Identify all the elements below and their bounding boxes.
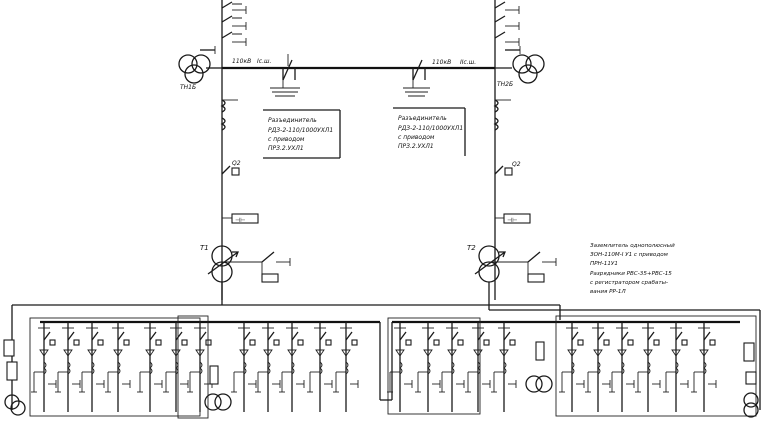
- svg-text:Заземлитель однополюсный: Заземлитель однополюсный: [590, 243, 675, 249]
- svg-text:Разрядники РВС-35+РВС-15: Разрядники РВС-35+РВС-15: [590, 271, 672, 277]
- aux-transformer-left: [3, 339, 26, 416]
- feeder-cells: [29, 315, 757, 419]
- note-box-left: Разъединитель РДЗ-2-110/1000УХЛ1 с приво…: [263, 109, 341, 159]
- svg-text:ПРЗ.2.УХЛ1: ПРЗ.2.УХЛ1: [398, 143, 434, 150]
- svg-text:ПРН-11У1: ПРН-11У1: [590, 261, 618, 267]
- q-left-label: Q2: [232, 160, 241, 167]
- tn-right-label: ТН2Б: [497, 81, 513, 88]
- tn-left-label: ТН1Б: [180, 84, 196, 91]
- aux-transformer-mid-right: [525, 341, 553, 393]
- aux-transformer-mid-left: [204, 365, 232, 411]
- svg-text:РДЗ-2-110/1000УХЛ1: РДЗ-2-110/1000УХЛ1: [398, 125, 463, 132]
- q-right-label: Q2: [512, 161, 521, 168]
- bus-right-section: IIс.ш.: [460, 59, 476, 66]
- t2-label: T2: [467, 244, 476, 252]
- voltage-transformer-right: ТН2Б: [495, 46, 545, 88]
- note-box-right: Разъединитель РДЗ-2-110/1000УХЛ1 с приво…: [393, 107, 466, 156]
- right-feeder-equipment: Q2 ⊣⊢: [493, 99, 531, 224]
- svg-text:⊣⊢: ⊣⊢: [235, 217, 245, 224]
- svg-text:с приводом: с приводом: [398, 134, 435, 141]
- svg-text:РДЗ-2-110/1000УХЛ1: РДЗ-2-110/1000УХЛ1: [268, 127, 333, 134]
- voltage-transformer-left: ТН1Б: [178, 46, 222, 91]
- left-feeder-equipment: Q2 ⊣⊢: [220, 99, 259, 224]
- svg-text:ПРЗ.2.УХЛ1: ПРЗ.2.УХЛ1: [268, 145, 304, 152]
- bus-disconnector-right: [403, 59, 430, 97]
- bus-right-voltage: 110кВ: [432, 59, 451, 66]
- t1-label: T1: [200, 244, 209, 252]
- power-transformer-t1: T1: [200, 244, 291, 283]
- svg-text:вания РР-1Л: вания РР-1Л: [590, 289, 626, 295]
- note-grounding: Заземлитель однополюсный ЗОН-110М-I У1 с…: [590, 243, 675, 295]
- svg-text:ЗОН-110М-I У1 с приводом: ЗОН-110М-I У1 с приводом: [590, 252, 669, 258]
- bus-disconnector-left: [270, 54, 300, 97]
- svg-text:с приводом: с приводом: [268, 136, 305, 143]
- svg-text:Разъединитель: Разъединитель: [398, 115, 447, 122]
- bus-left-voltage: 110кВ: [232, 58, 251, 65]
- bus-left-section: Iс.ш.: [257, 58, 271, 65]
- aux-transformer-right: [743, 342, 759, 418]
- right-incoming-line: [494, 0, 520, 300]
- left-incoming-line: [221, 0, 247, 300]
- svg-text:⊣⊢: ⊣⊢: [507, 217, 517, 224]
- power-transformer-t2: T2: [467, 244, 557, 283]
- svg-text:с регистратором срабаты-: с регистратором срабаты-: [590, 280, 668, 286]
- svg-text:Разъединитель: Разъединитель: [268, 117, 317, 124]
- lv-connections: [11, 282, 761, 410]
